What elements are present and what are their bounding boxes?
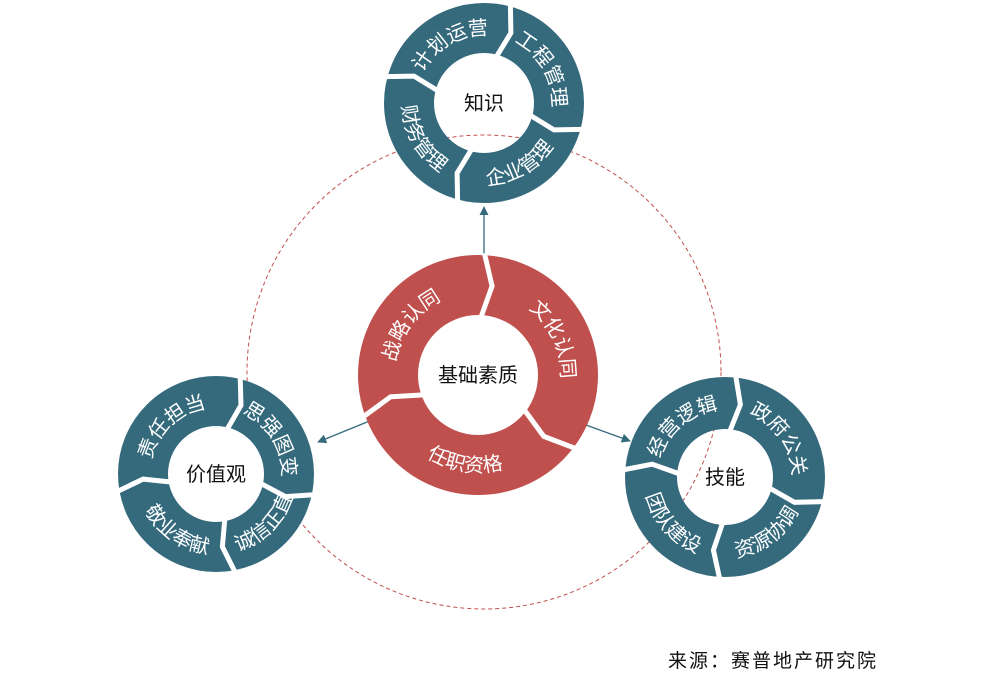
values-ring: 责任担当思强图变诚信正直敬业奉献价值观 xyxy=(116,376,314,574)
knowledge-title: 知识 xyxy=(464,91,504,115)
segment-divider xyxy=(219,518,238,574)
segment-divider xyxy=(224,376,244,431)
segment-divider xyxy=(478,252,495,318)
values-ring-band xyxy=(118,376,314,572)
knowledge-ring: 计划运营工程管理企业管理财务管理知识 xyxy=(384,3,584,203)
segment-divider xyxy=(727,375,743,433)
segment-divider xyxy=(385,73,439,93)
segment-divider xyxy=(494,4,514,58)
segment-divider xyxy=(768,485,825,505)
arrow-to-skills xyxy=(585,424,631,443)
segment-divider xyxy=(522,408,577,451)
skills-ring: 经营逻辑政府公关资源协调团队建设技能 xyxy=(622,375,825,580)
core-title: 基础素质 xyxy=(438,363,518,387)
core-ring: 战略认同文化认同任职资格基础素质 xyxy=(358,252,598,495)
source-note: 来源：赛普地产研究院 xyxy=(668,650,879,672)
segment-divider xyxy=(622,461,680,477)
segment-divider xyxy=(116,476,171,494)
skills-title: 技能 xyxy=(705,465,745,489)
knowledge-ring-band xyxy=(384,3,584,203)
dashed-orbit xyxy=(246,134,722,610)
segment-divider xyxy=(259,481,314,500)
segment-divider xyxy=(454,148,474,202)
arrow-to-values xyxy=(317,419,373,444)
skills-ring-band xyxy=(625,377,825,577)
segment-divider xyxy=(710,522,725,580)
segment-divider xyxy=(529,113,583,133)
segment-divider xyxy=(361,392,424,419)
values-title: 价值观 xyxy=(186,462,246,486)
core-ring-band xyxy=(358,255,598,495)
